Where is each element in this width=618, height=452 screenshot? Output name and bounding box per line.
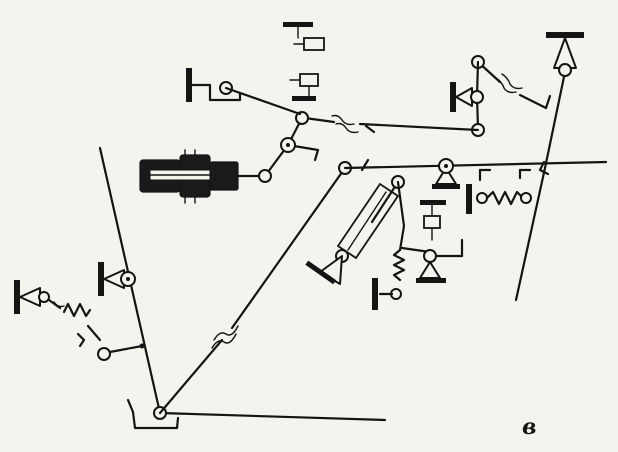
right-long-link	[514, 70, 567, 302]
right-spring-assembly	[466, 184, 532, 214]
left-pivot-support	[98, 262, 136, 296]
horizontal-rod	[343, 158, 608, 182]
top-dashpot-units	[283, 22, 325, 101]
hydraulic-cylinder	[139, 149, 272, 204]
lower-middle-spring	[372, 180, 464, 310]
top-right-arm	[471, 55, 552, 110]
right-lower-link	[538, 160, 550, 176]
top-left-lever	[186, 68, 302, 116]
top-right-support	[546, 32, 584, 77]
right-joint-column	[450, 60, 485, 137]
panel-label: в	[522, 414, 537, 440]
upper-middle-bellcrank	[263, 111, 320, 178]
diagonal-link	[158, 161, 352, 415]
middle-pivot-support	[432, 158, 460, 189]
inclined-cylinder	[305, 175, 405, 285]
left-spring-linkage	[14, 280, 145, 361]
top-horizontal-link	[303, 114, 480, 134]
